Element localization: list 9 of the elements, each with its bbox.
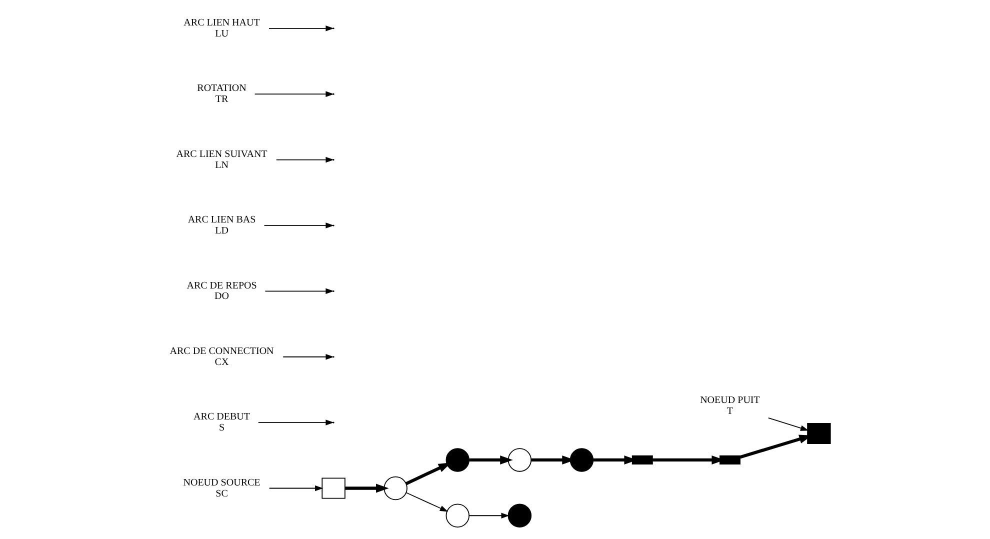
node-text: ARC DE CONNECTION CX [169, 346, 274, 368]
node-text: NOEUD SOURCE SC [182, 477, 260, 500]
node-text: NOEUD PUIT T [700, 395, 760, 418]
node-text: ARC LIEN SUIVANT LN [176, 148, 267, 171]
node-text: ARC LIEN BAS LD [187, 214, 256, 237]
node-text: ARC DE REPOS DO [186, 280, 256, 302]
node-text: ROTATION TR [196, 83, 246, 106]
node-text: ARC DEBUT S [193, 412, 250, 434]
node-text: ARC LIEN HAUT LU [183, 17, 260, 40]
